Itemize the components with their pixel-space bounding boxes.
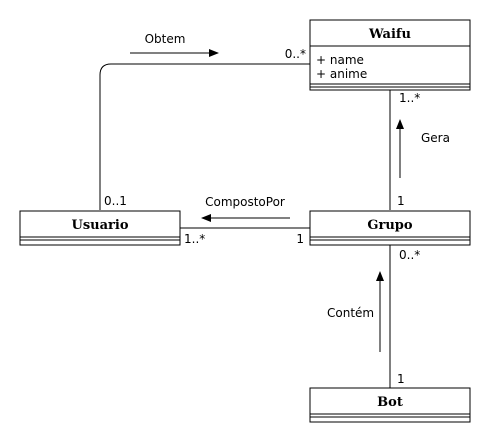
contem-label: Contém	[327, 306, 374, 320]
gera-waifu-multiplicity: 1..*	[399, 91, 420, 105]
class-usuario[interactable]: Usuario	[19, 210, 181, 246]
contem-bot-multiplicity: 1	[397, 372, 405, 386]
class-bot-name: Bot	[377, 395, 403, 410]
contem-grupo-multiplicity: 0..*	[399, 248, 420, 262]
class-usuario-name: Usuario	[72, 218, 129, 233]
class-bot[interactable]: Bot	[309, 387, 471, 423]
association-obtem-line[interactable]	[99, 63, 310, 210]
composto-por-label: CompostoPor	[205, 195, 285, 209]
composto-por-usuario-multiplicity: 1..*	[184, 232, 205, 246]
obtem-usuario-multiplicity: 0..1	[104, 194, 127, 208]
class-waifu-name: Waifu	[368, 27, 411, 42]
class-grupo[interactable]: Grupo	[309, 210, 471, 246]
gera-grupo-multiplicity: 1	[397, 194, 405, 208]
gera-label: Gera	[421, 131, 450, 145]
class-grupo-name: Grupo	[367, 218, 412, 233]
obtem-waifu-multiplicity: 0..*	[285, 47, 306, 61]
composto-por-grupo-multiplicity: 1	[296, 232, 304, 246]
class-waifu-attribute: + name	[316, 53, 364, 67]
class-waifu-attribute: + anime	[316, 67, 367, 81]
obtem-label: Obtem	[145, 32, 186, 46]
class-waifu[interactable]: Waifu + name + anime	[309, 19, 471, 91]
